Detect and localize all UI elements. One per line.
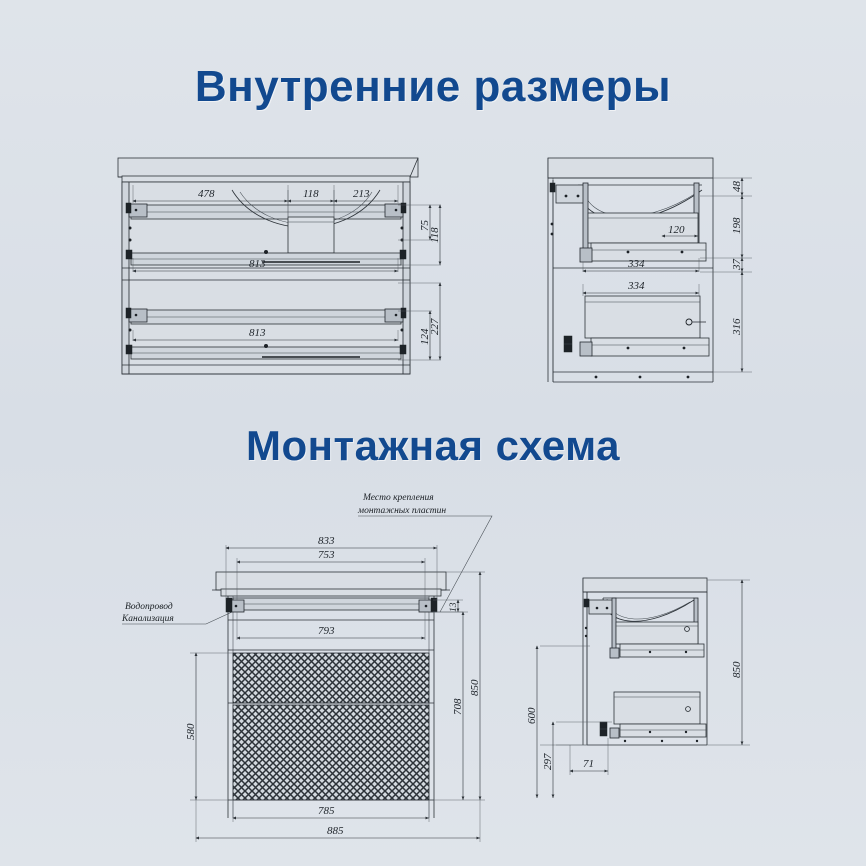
note-mount-plate-line2: монтажных пластин bbox=[357, 506, 446, 516]
note-plumbing-line2: Канализация bbox=[121, 614, 174, 624]
dim-48: 48 bbox=[731, 181, 743, 193]
dim-334-lower: 334 bbox=[627, 280, 645, 292]
dim-124: 124 bbox=[419, 328, 431, 345]
dim-600: 600 bbox=[526, 707, 538, 724]
dim-118-right: 118 bbox=[429, 227, 441, 243]
dim-850-front: 850 bbox=[469, 679, 481, 696]
dim-785: 785 bbox=[318, 805, 335, 817]
internal-side-view: 48 198 37 316 120 334 334 bbox=[547, 157, 752, 383]
dim-13: 13 bbox=[449, 602, 459, 612]
dim-793: 793 bbox=[318, 625, 335, 637]
dim-753: 753 bbox=[318, 549, 335, 561]
mounting-front-view: Место крепления монтажных пластин Водопр… bbox=[121, 493, 493, 842]
dim-833: 833 bbox=[318, 535, 335, 547]
dim-580: 580 bbox=[185, 723, 197, 740]
dim-71: 71 bbox=[583, 758, 594, 770]
dim-213: 213 bbox=[353, 188, 370, 200]
dim-316: 316 bbox=[731, 318, 743, 336]
dim-118-top: 118 bbox=[303, 188, 319, 200]
dim-334-upper: 334 bbox=[627, 258, 645, 270]
dim-850-side: 850 bbox=[731, 661, 743, 678]
note-plumbing-line1: Водопровод bbox=[125, 601, 173, 612]
dim-37: 37 bbox=[731, 259, 743, 272]
dim-75: 75 bbox=[419, 220, 431, 232]
dim-478: 478 bbox=[198, 188, 215, 200]
page-title-internal-dimensions: Внутренние размеры bbox=[194, 62, 672, 111]
note-mount-plate-line1: Место крепления bbox=[362, 493, 434, 503]
dim-885: 885 bbox=[327, 825, 344, 837]
dim-813-lower: 813 bbox=[249, 327, 266, 339]
internal-front-view: 478 118 213 813 813 75 118 124 227 bbox=[117, 157, 442, 375]
mounting-side-view: 850 600 297 71 bbox=[526, 577, 750, 798]
dim-813-upper: 813 bbox=[249, 258, 266, 270]
dim-708: 708 bbox=[452, 698, 464, 715]
page-title-mounting-scheme: Монтажная схема bbox=[246, 422, 620, 469]
dim-227: 227 bbox=[429, 318, 441, 335]
dim-120: 120 bbox=[668, 224, 685, 236]
dim-297: 297 bbox=[542, 753, 554, 770]
dim-198: 198 bbox=[731, 217, 743, 234]
